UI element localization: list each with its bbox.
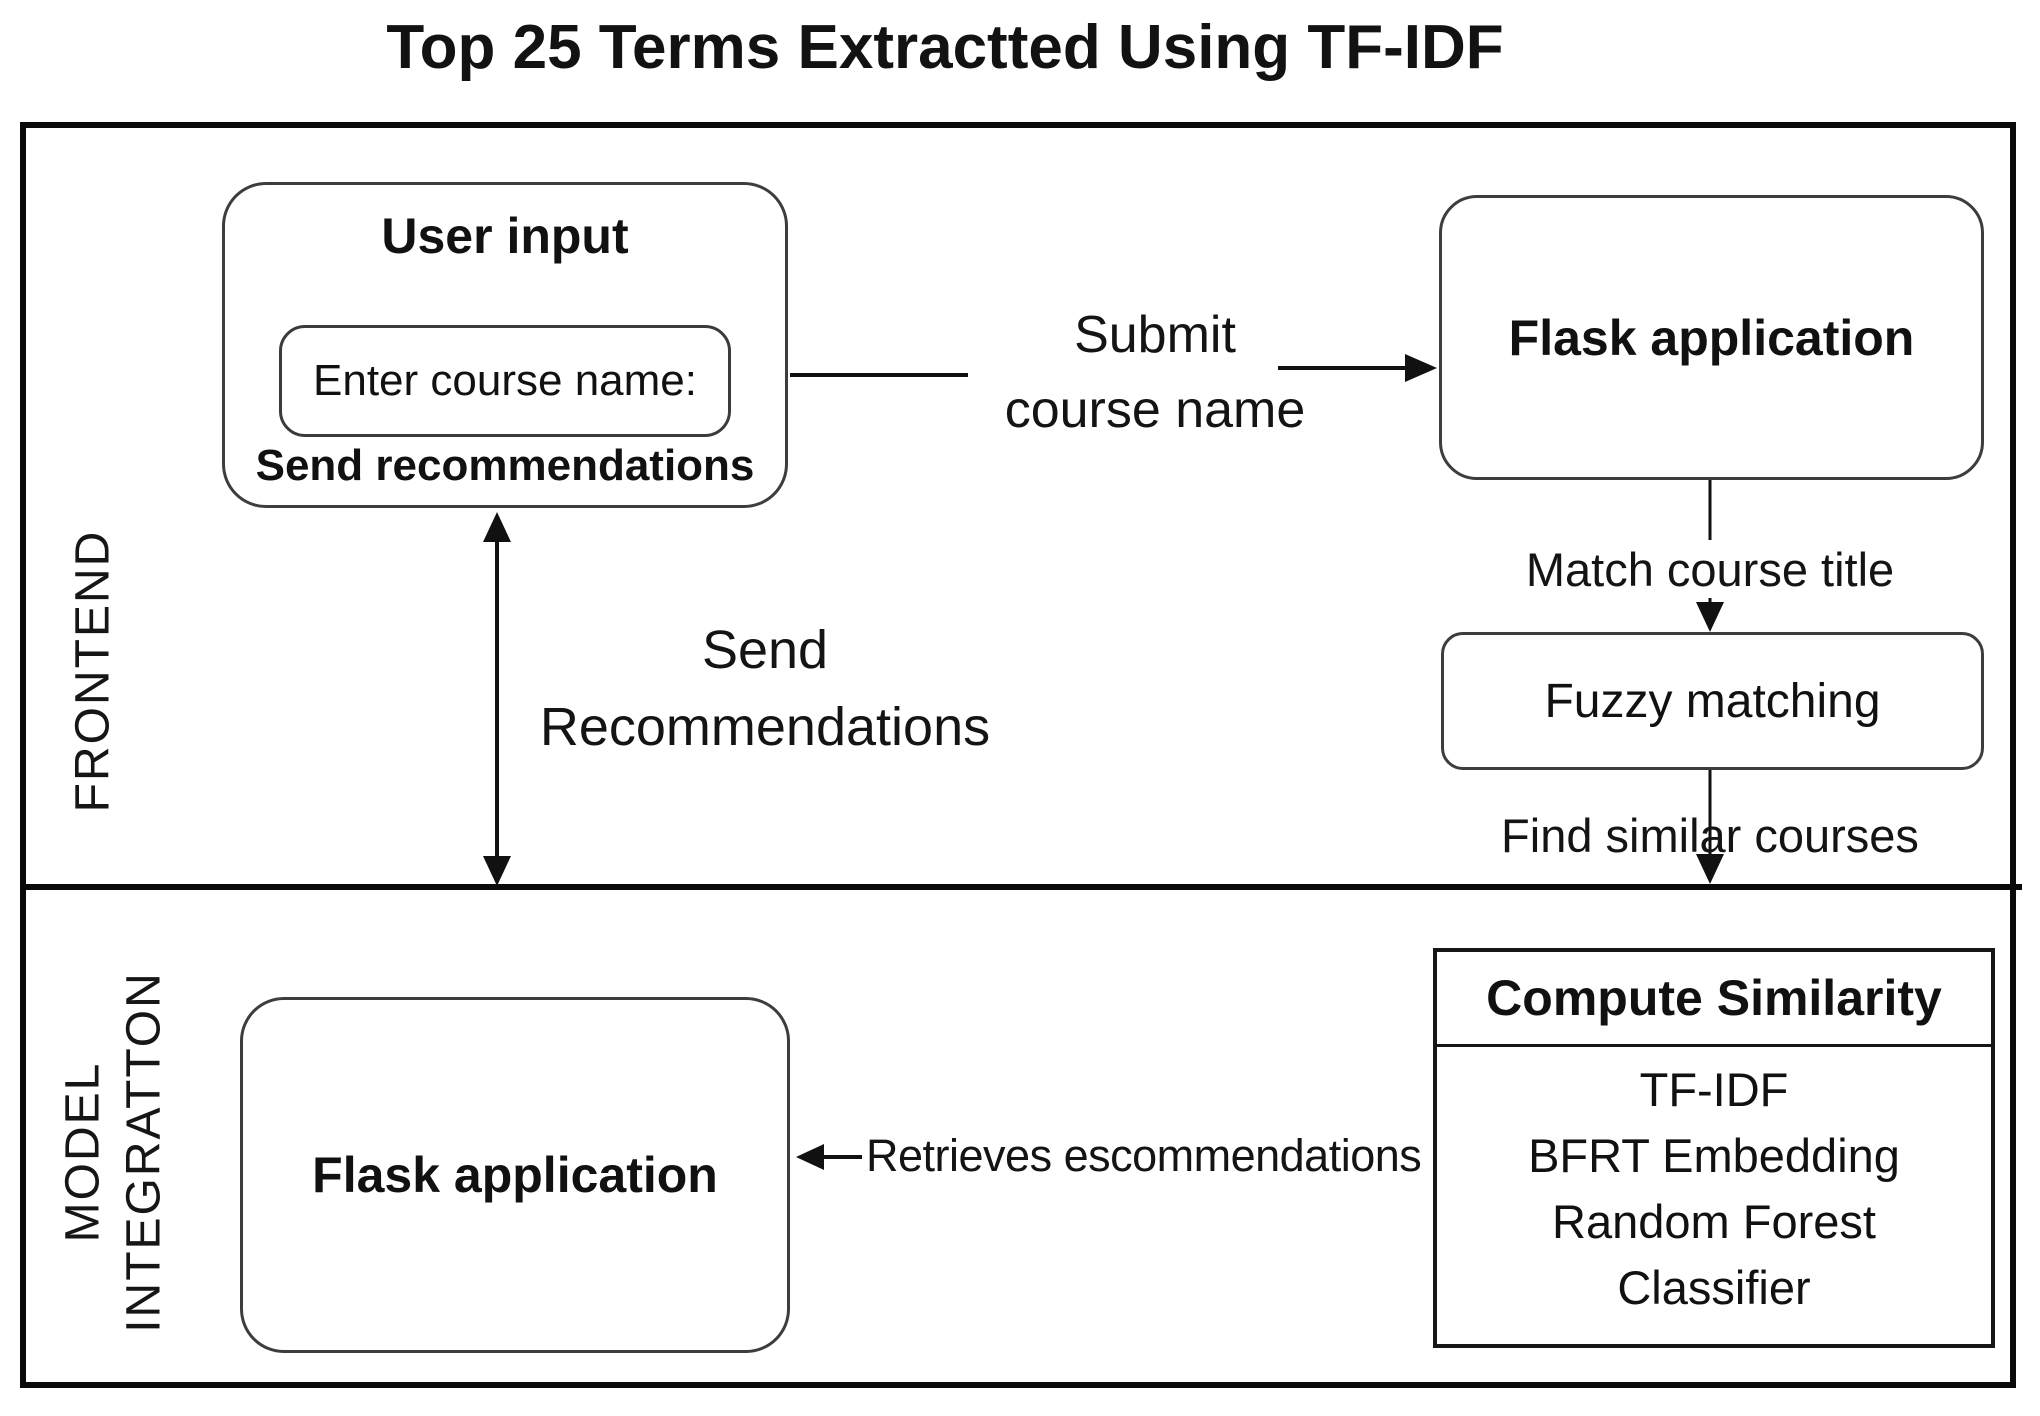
flask-application-frontend-node: Flask application: [1439, 195, 1984, 480]
user-input-title: User input: [381, 208, 629, 264]
compute-similarity-node: Compute Similarity TF-IDF BFRT Embedding…: [1433, 948, 1995, 1348]
section-label-model-integration: MODEL INTEGRATTON: [56, 971, 171, 1333]
compute-similarity-items: TF-IDF BFRT Embedding Random Forest Clas…: [1437, 1047, 1991, 1321]
edge-label-retrieves-recommendations: Retrieves escommendations: [866, 1130, 1422, 1181]
compute-item-classifier: Classifier: [1617, 1261, 1811, 1314]
compute-similarity-title: Compute Similarity: [1437, 952, 1991, 1047]
user-input-node: User input Enter course name: Send recom…: [222, 182, 788, 508]
fuzzy-matching-node: Fuzzy matching: [1441, 632, 1984, 770]
section-divider: [20, 884, 2022, 890]
edge-label-submit-course-name: Submit course name: [1004, 306, 1306, 440]
edge-label-find-similar-courses: Find similar courses: [1501, 809, 1919, 862]
flask-application-model-node: Flask application: [240, 997, 790, 1353]
edge-label-match-course-title: Match course title: [1525, 543, 1895, 596]
course-name-field: Enter course name:: [279, 325, 731, 437]
edge-label-send-recommendations: Send Recommendations: [539, 620, 991, 757]
section-label-frontend: FRONTEND: [66, 529, 120, 813]
compute-item-random-forest: Random Forest: [1552, 1195, 1876, 1248]
diagram-title: Top 25 Terms Extractted Using TF-IDF: [386, 13, 1504, 82]
send-recommendations-action: Send recommendations: [255, 441, 755, 490]
compute-item-tfidf: TF-IDF: [1639, 1063, 1789, 1116]
compute-item-bfrt-embedding: BFRT Embedding: [1528, 1129, 1900, 1182]
